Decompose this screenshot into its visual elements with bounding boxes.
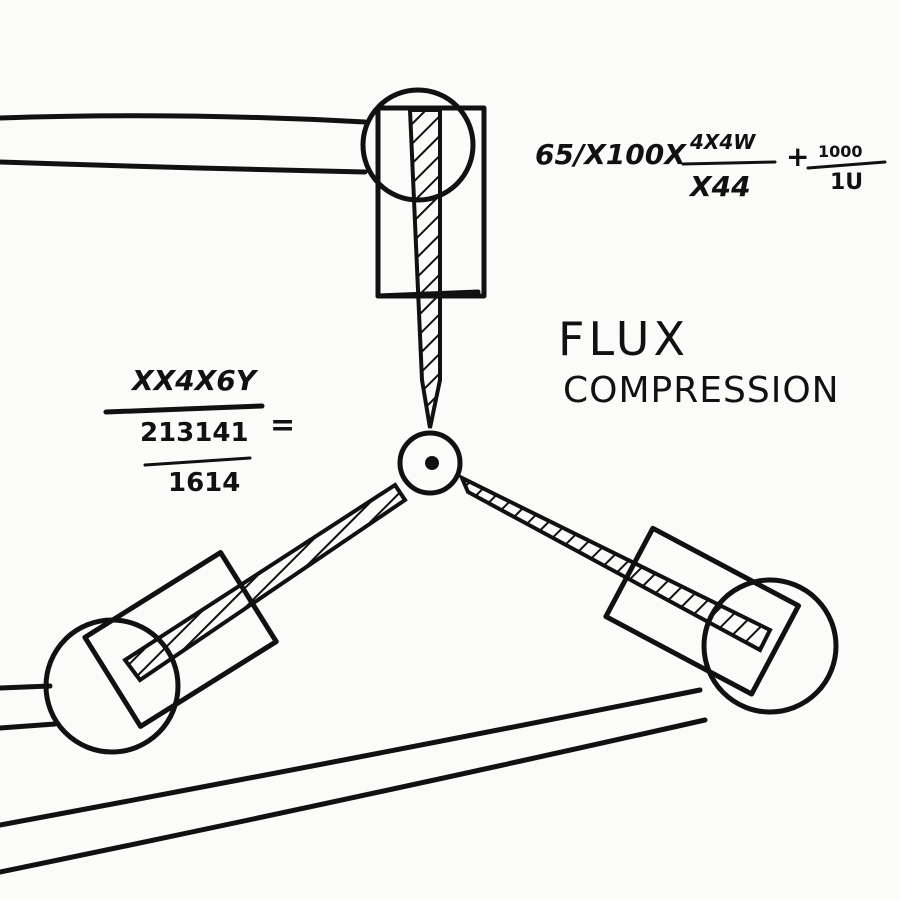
eq-left-numerator: XX4X6Y xyxy=(132,364,257,397)
wire-bottom-left xyxy=(0,683,58,731)
eq-left-middle: 213141 xyxy=(140,418,249,448)
wire-bottom-upper xyxy=(0,687,703,828)
center-dot xyxy=(425,456,439,470)
eq-top-plus: + xyxy=(786,140,810,173)
right-electrode-circle xyxy=(701,577,839,715)
eq-top-den2: 1U xyxy=(830,170,864,195)
eq-top-numerator: 4X4W xyxy=(690,130,756,154)
title-compression: COMPRESSION xyxy=(563,370,840,411)
eq-left-equals: = xyxy=(270,408,296,443)
left-rod xyxy=(122,482,408,683)
wire-top-upper xyxy=(0,113,368,125)
right-electrode-housing xyxy=(603,525,802,697)
wire-bottom-lower xyxy=(0,717,708,875)
wire-top-lower xyxy=(0,159,368,175)
eq-left-bottom: 1614 xyxy=(168,468,241,498)
right-rod xyxy=(458,473,773,653)
eq-top-denominator: X44 xyxy=(690,170,751,203)
left-electrode-housing xyxy=(82,550,279,729)
eq-top-lhs: 65/X100X xyxy=(535,138,686,171)
left-electrode-circle xyxy=(43,617,181,755)
top-rod xyxy=(407,108,442,429)
title-flux: FLUX xyxy=(558,312,689,366)
eq-top-num2: 1000 xyxy=(818,142,863,161)
center-hub xyxy=(397,430,463,496)
